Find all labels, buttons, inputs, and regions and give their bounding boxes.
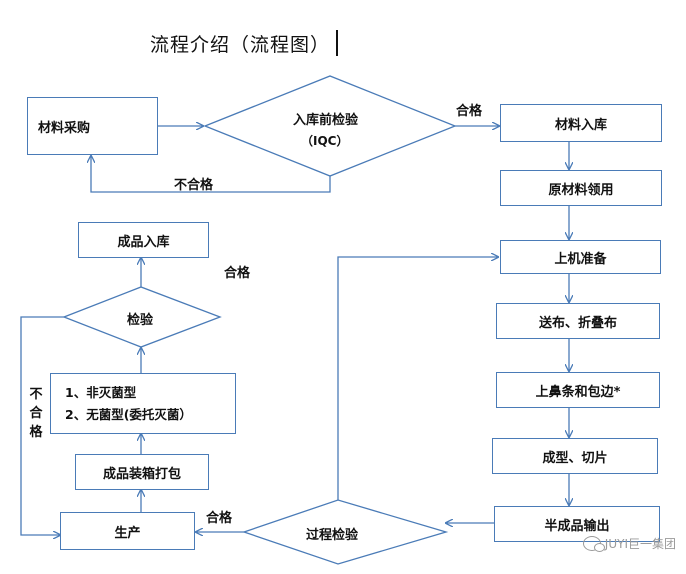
iqc-label: （IQC） (301, 134, 349, 148)
forming-cutting-box: 成型、切片 (492, 438, 658, 474)
pre-storage-inspection-label: 入库前检验 (293, 113, 359, 128)
material-storage-label: 材料入库 (554, 117, 607, 133)
feed-fold-label: 送布、折叠布 (538, 315, 617, 331)
finished-storage-box: 成品入库 (78, 222, 209, 258)
unqualified-label-left: 不 合 格 (28, 385, 44, 442)
material-purchase-box: 材料采购 (27, 97, 158, 155)
machine-prep-box: 上机准备 (500, 240, 661, 274)
feed-fold-box: 送布、折叠布 (496, 303, 660, 339)
raw-material-issue-box: 原材料领用 (500, 170, 662, 206)
unqualified-char-3: 格 (29, 425, 43, 440)
unqualified-char-2: 合 (29, 406, 43, 421)
process-inspection-diamond (241, 499, 449, 565)
production-label: 生产 (114, 525, 141, 541)
watermark-text: JUYI巨一集团 (604, 537, 676, 551)
text-cursor (336, 30, 338, 56)
watermark: JUYI巨一集团 (582, 535, 676, 552)
material-purchase-label: 材料采购 (38, 120, 91, 136)
product-type-box: 1、非灭菌型 2、无菌型(委托灭菌） (50, 373, 236, 434)
production-box: 生产 (60, 512, 195, 550)
inspection-label: 检验 (127, 313, 154, 328)
semi-output-label: 半成品输出 (544, 518, 610, 534)
page-title: 流程介绍（流程图） (150, 34, 331, 56)
material-storage-box: 材料入库 (500, 104, 662, 142)
qualified-label-mid: 合格 (224, 266, 251, 281)
unqualified-label-top: 不合格 (174, 178, 214, 193)
unqualified-char-1: 不 (29, 387, 43, 402)
nose-edge-label: 上鼻条和包边* (535, 384, 621, 400)
wechat-icon (582, 536, 605, 552)
finished-storage-label: 成品入库 (117, 234, 170, 250)
type-line-1: 1、非灭菌型 (65, 384, 137, 400)
packing-label: 成品装箱打包 (102, 466, 181, 482)
qualified-label-top: 合格 (456, 104, 483, 119)
forming-cutting-label: 成型、切片 (542, 450, 608, 466)
qualified-label-bottom: 合格 (206, 511, 233, 526)
semi-output-box: 半成品输出 (494, 506, 660, 542)
type-line-2: 2、无菌型(委托灭菌） (65, 406, 192, 422)
nose-edge-box: 上鼻条和包边* (496, 372, 660, 408)
process-inspection-label: 过程检验 (306, 528, 359, 543)
packing-box: 成品装箱打包 (75, 454, 209, 490)
machine-prep-label: 上机准备 (554, 251, 607, 267)
inspection-diamond (62, 286, 222, 348)
raw-material-issue-label: 原材料领用 (548, 182, 614, 198)
